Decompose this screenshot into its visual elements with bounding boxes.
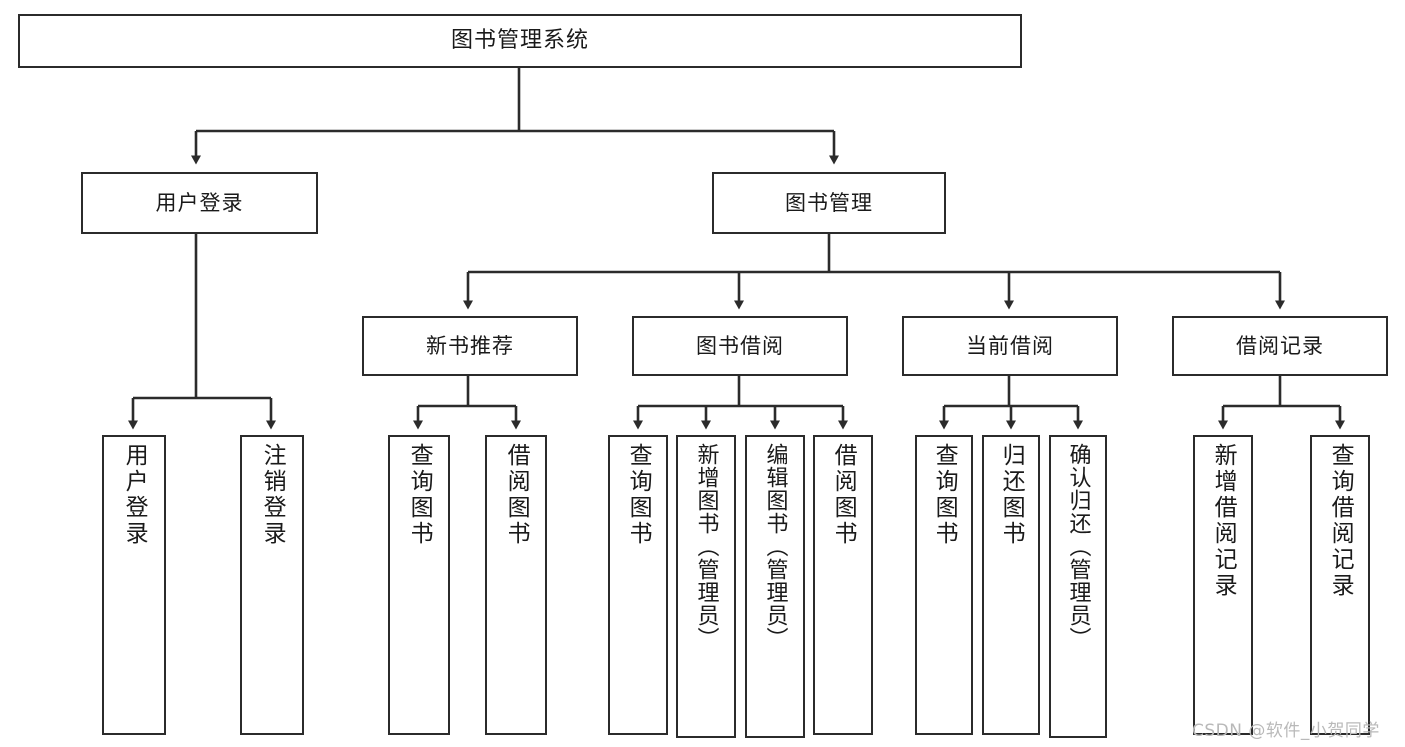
node-leaf-borrow-book-recommend[interactable]: 借阅图书 bbox=[485, 435, 547, 735]
node-new-book-recommend[interactable]: 新书推荐 bbox=[362, 316, 578, 376]
node-label: 查询图书 bbox=[406, 443, 433, 547]
node-label: 图书管理系统 bbox=[450, 28, 589, 54]
node-label: 当前借阅 bbox=[966, 333, 1054, 358]
node-label: 新增借阅记录 bbox=[1210, 443, 1237, 599]
node-label: 查询图书 bbox=[625, 443, 652, 547]
csdn-watermark: CSDN @软件_小贺同学 bbox=[1192, 721, 1380, 741]
node-label: 图书借阅 bbox=[696, 333, 784, 358]
node-leaf-user-login[interactable]: 用户登录 bbox=[102, 435, 166, 735]
node-leaf-add-borrow-record[interactable]: 新增借阅记录 bbox=[1193, 435, 1253, 735]
node-label: 用户登录 bbox=[155, 190, 244, 215]
node-root-system[interactable]: 图书管理系统 bbox=[18, 14, 1022, 68]
node-label: 新书推荐 bbox=[426, 333, 514, 358]
node-leaf-confirm-return-admin[interactable]: 确认归还（管理员） bbox=[1049, 435, 1107, 738]
node-book-borrow[interactable]: 图书借阅 bbox=[632, 316, 848, 376]
node-leaf-query-book-current[interactable]: 查询图书 bbox=[915, 435, 973, 735]
node-label: 查询借阅记录 bbox=[1327, 443, 1354, 599]
node-leaf-add-book-admin[interactable]: 新增图书（管理员） bbox=[676, 435, 736, 738]
node-label: 新增图书（管理员） bbox=[693, 443, 719, 650]
node-label: 借阅图书 bbox=[503, 443, 530, 547]
node-label: 图书管理 bbox=[785, 190, 873, 215]
node-label: 用户登录 bbox=[121, 443, 148, 547]
node-label: 归还图书 bbox=[998, 443, 1025, 547]
node-label: 借阅记录 bbox=[1236, 333, 1324, 358]
node-borrow-record[interactable]: 借阅记录 bbox=[1172, 316, 1388, 376]
node-label: 编辑图书（管理员） bbox=[762, 443, 788, 650]
node-label: 查询图书 bbox=[931, 443, 958, 547]
node-leaf-query-book-recommend[interactable]: 查询图书 bbox=[388, 435, 450, 735]
node-leaf-borrow-book[interactable]: 借阅图书 bbox=[813, 435, 873, 735]
node-leaf-edit-book-admin[interactable]: 编辑图书（管理员） bbox=[745, 435, 805, 738]
node-leaf-query-book-borrow[interactable]: 查询图书 bbox=[608, 435, 668, 735]
node-leaf-logout[interactable]: 注销登录 bbox=[240, 435, 304, 735]
node-label: 借阅图书 bbox=[830, 443, 857, 547]
node-label: 注销登录 bbox=[259, 443, 286, 547]
node-current-borrow[interactable]: 当前借阅 bbox=[902, 316, 1118, 376]
node-leaf-return-book[interactable]: 归还图书 bbox=[982, 435, 1040, 735]
node-user-login[interactable]: 用户登录 bbox=[81, 172, 318, 234]
node-book-management[interactable]: 图书管理 bbox=[712, 172, 946, 234]
node-leaf-query-borrow-record[interactable]: 查询借阅记录 bbox=[1310, 435, 1370, 735]
node-label: 确认归还（管理员） bbox=[1065, 443, 1091, 650]
